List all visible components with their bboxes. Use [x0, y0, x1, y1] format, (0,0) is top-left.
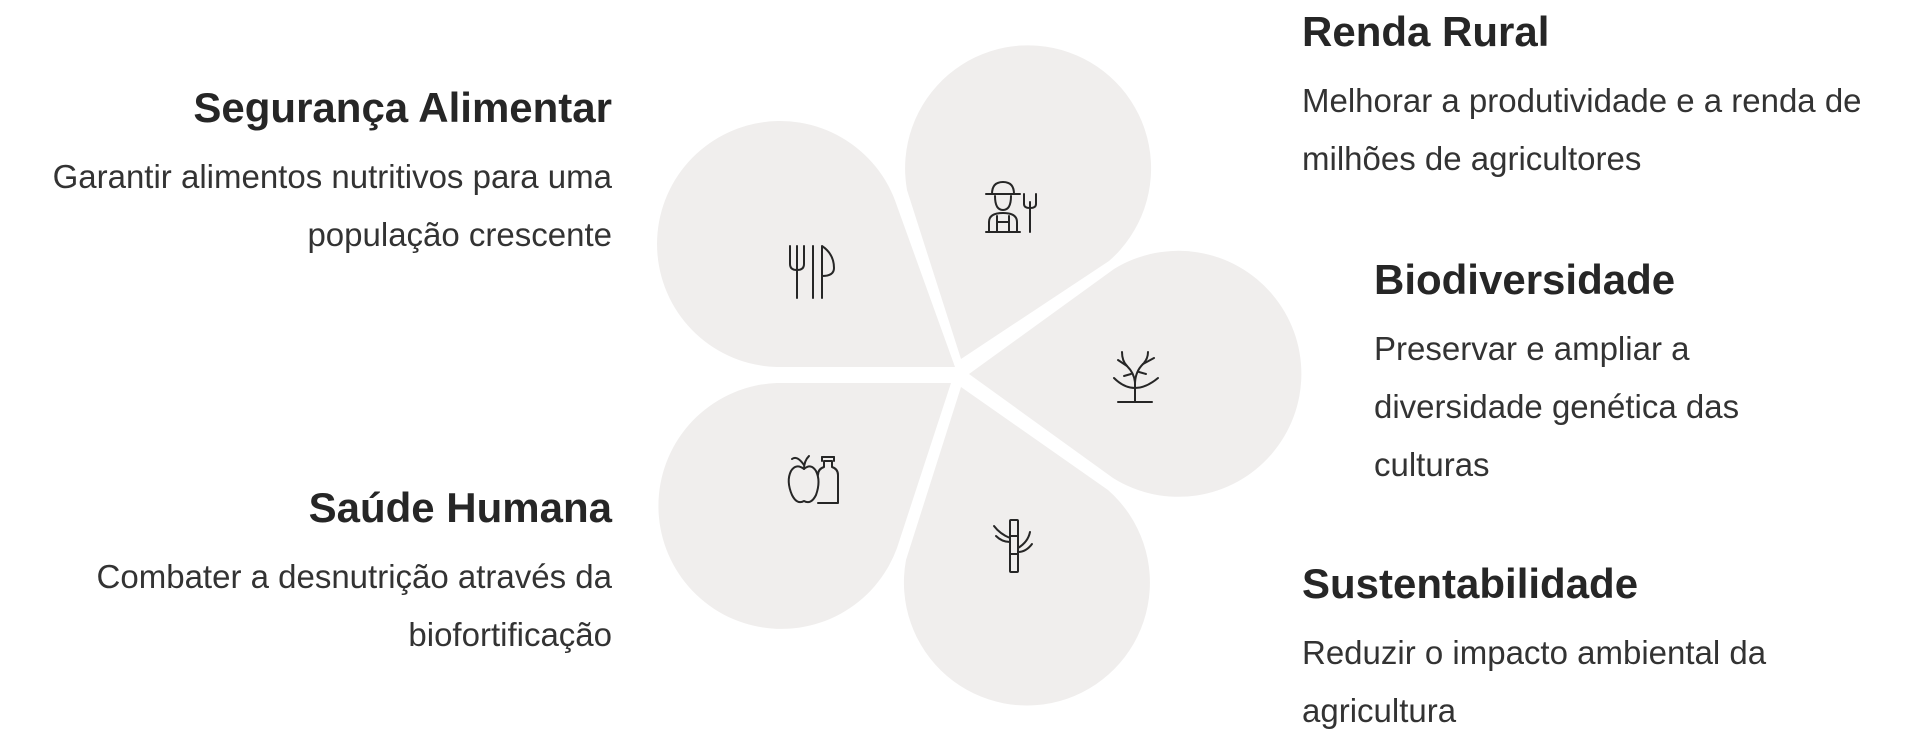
- petal-sustentabilidade: [903, 387, 1150, 706]
- sustentabilidade-block: Sustentabilidade Reduzir o impacto ambie…: [1302, 558, 1862, 740]
- saude-humana-title: Saúde Humana: [308, 484, 612, 531]
- renda-rural-title: Renda Rural: [1302, 8, 1550, 55]
- seguranca-alimentar-title: Segurança Alimentar: [193, 84, 612, 131]
- renda-rural-block: Renda Rural Melhorar a produtividade e a…: [1302, 6, 1912, 188]
- farmer-icon: [985, 181, 1037, 233]
- sustentabilidade-title: Sustentabilidade: [1302, 560, 1639, 607]
- petal-biodiversidade: [969, 250, 1302, 497]
- seguranca-alimentar-block: Segurança Alimentar Garantir alimentos n…: [40, 82, 612, 264]
- seguranca-alimentar-description: Garantir alimentos nutritivos para uma p…: [52, 158, 612, 253]
- petal-seguranca-alimentar: [657, 121, 955, 367]
- fork-knife-icon: [789, 245, 835, 299]
- saude-humana-description: Combater a desnutrição através da biofor…: [96, 558, 612, 653]
- saude-humana-block: Saúde Humana Combater a desnutrição atra…: [0, 482, 612, 664]
- sustentabilidade-description: Reduzir o impacto ambiental da agricultu…: [1302, 634, 1767, 729]
- apple-bottle-icon: [787, 455, 839, 504]
- biodiversidade-block: Biodiversidade Preservar e ampliar a div…: [1374, 254, 1834, 494]
- biodiversidade-description: Preservar e ampliar a diversidade genéti…: [1374, 330, 1740, 483]
- biodiversidade-title: Biodiversidade: [1374, 256, 1676, 303]
- bamboo-icon: [993, 519, 1033, 573]
- plant-icon: [1113, 351, 1159, 403]
- petal-saude-humana: [658, 383, 951, 629]
- renda-rural-description: Melhorar a produtividade e a renda de mi…: [1302, 82, 1862, 177]
- petal-renda-rural: [905, 45, 1152, 360]
